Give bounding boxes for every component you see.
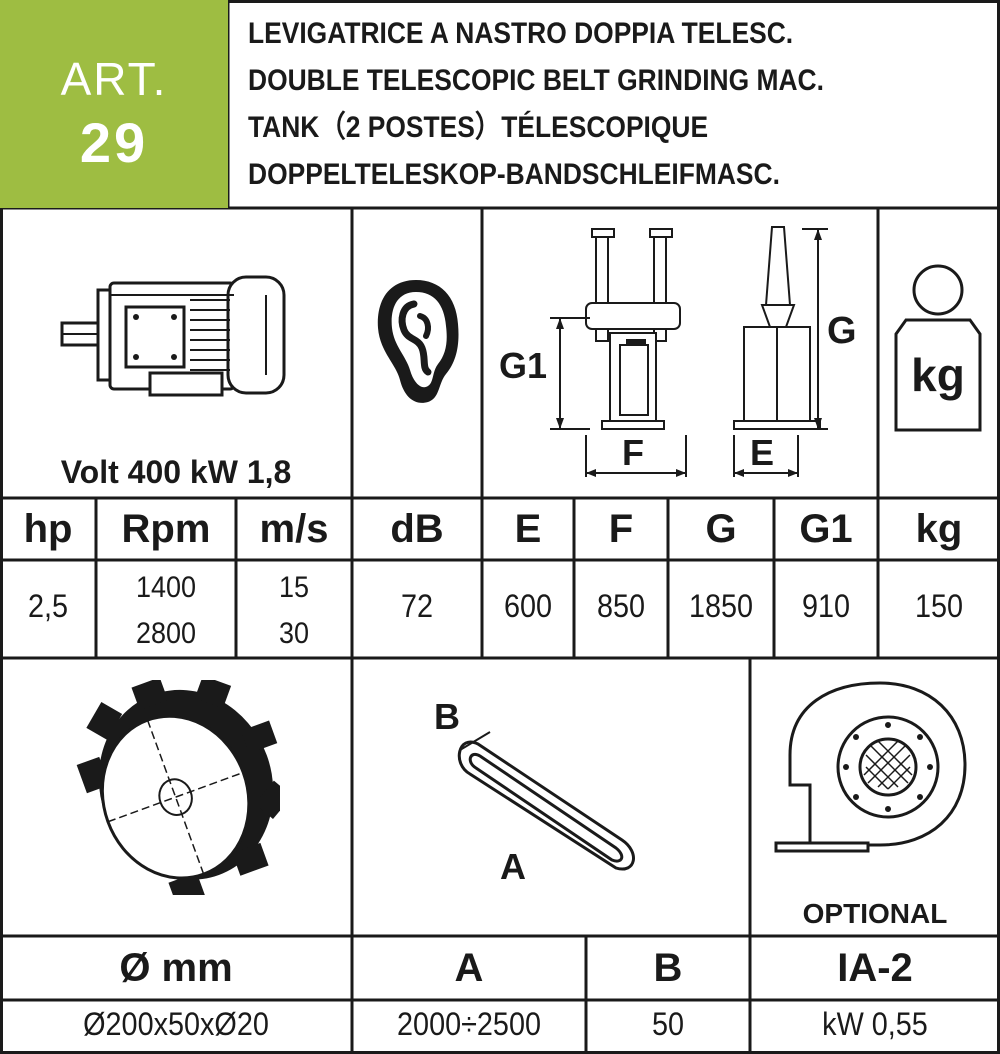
belt-label-b: B xyxy=(434,696,460,737)
spec-header-g: G xyxy=(705,507,737,551)
article-label: ART. xyxy=(60,53,168,105)
optional-label: OPTIONAL xyxy=(802,898,948,929)
title-german: DOPPELTELESKOP-BANDSCHLEIFMASC. xyxy=(248,158,780,191)
accessory-header-b: B xyxy=(653,946,683,990)
belt-label-a: A xyxy=(500,846,526,887)
accessory-value-a: 2000÷2500 xyxy=(397,1006,541,1042)
dimension-label-e: E xyxy=(750,432,775,473)
title-french: TANK（2 POSTES）TÉLESCOPIQUE xyxy=(248,111,709,144)
belt-icon xyxy=(457,731,635,871)
spec-header-rpm: Rpm xyxy=(121,507,211,551)
weight-icon-label: kg xyxy=(911,349,965,401)
spec-value-rpm-high: 2800 xyxy=(135,617,197,650)
spec-value-ms-low: 15 xyxy=(278,571,310,604)
accessory-header-diameter: Ø mm xyxy=(119,946,233,990)
spec-value-hp: 2,5 xyxy=(27,588,69,624)
spec-value-kg: 150 xyxy=(914,588,964,624)
accessory-header-ia2: IA-2 xyxy=(837,946,913,990)
ear-icon xyxy=(377,280,459,403)
spec-value-ms-high: 30 xyxy=(278,617,310,650)
spec-header-hp: hp xyxy=(23,507,73,551)
accessory-header-a: A xyxy=(454,946,484,990)
dust-blower-icon xyxy=(774,681,967,853)
spec-value-f: 850 xyxy=(596,588,646,624)
machine-front-view-diagram xyxy=(550,228,687,477)
spec-value-e: 600 xyxy=(503,588,553,624)
spec-value-db: 72 xyxy=(400,588,434,624)
spec-header-g1: G1 xyxy=(799,507,853,551)
motor-icon xyxy=(60,275,286,397)
accessory-value-b: 50 xyxy=(651,1006,685,1042)
spec-header-db: dB xyxy=(390,507,444,551)
machine-side-view-diagram xyxy=(733,226,828,477)
weight-icon xyxy=(894,264,982,432)
title-english: DOUBLE TELESCOPIC BELT GRINDING MAC. xyxy=(248,64,824,97)
spec-value-rpm-low: 1400 xyxy=(135,571,197,604)
spec-header-f: F xyxy=(608,507,634,551)
dimension-label-f: F xyxy=(622,432,644,473)
article-number: 29 xyxy=(79,111,149,174)
spec-header-e: E xyxy=(514,507,542,551)
spec-value-g1: 910 xyxy=(801,588,851,624)
title-italian: LEVIGATRICE A NASTRO DOPPIA TELESC. xyxy=(248,17,794,50)
dimension-label-g1: G1 xyxy=(499,345,548,386)
accessory-value-ia2: kW 0,55 xyxy=(822,1006,928,1042)
spec-value-g: 1850 xyxy=(688,588,754,624)
contact-wheel-icon xyxy=(76,680,280,895)
spec-header-ms: m/s xyxy=(259,507,329,551)
accessory-value-diameter: Ø200x50xØ20 xyxy=(83,1006,269,1042)
article-badge xyxy=(0,0,228,208)
dimension-label-g: G xyxy=(827,310,857,352)
spec-header-kg: kg xyxy=(915,507,963,551)
motor-power-text: Volt 400 kW 1,8 xyxy=(60,454,292,490)
